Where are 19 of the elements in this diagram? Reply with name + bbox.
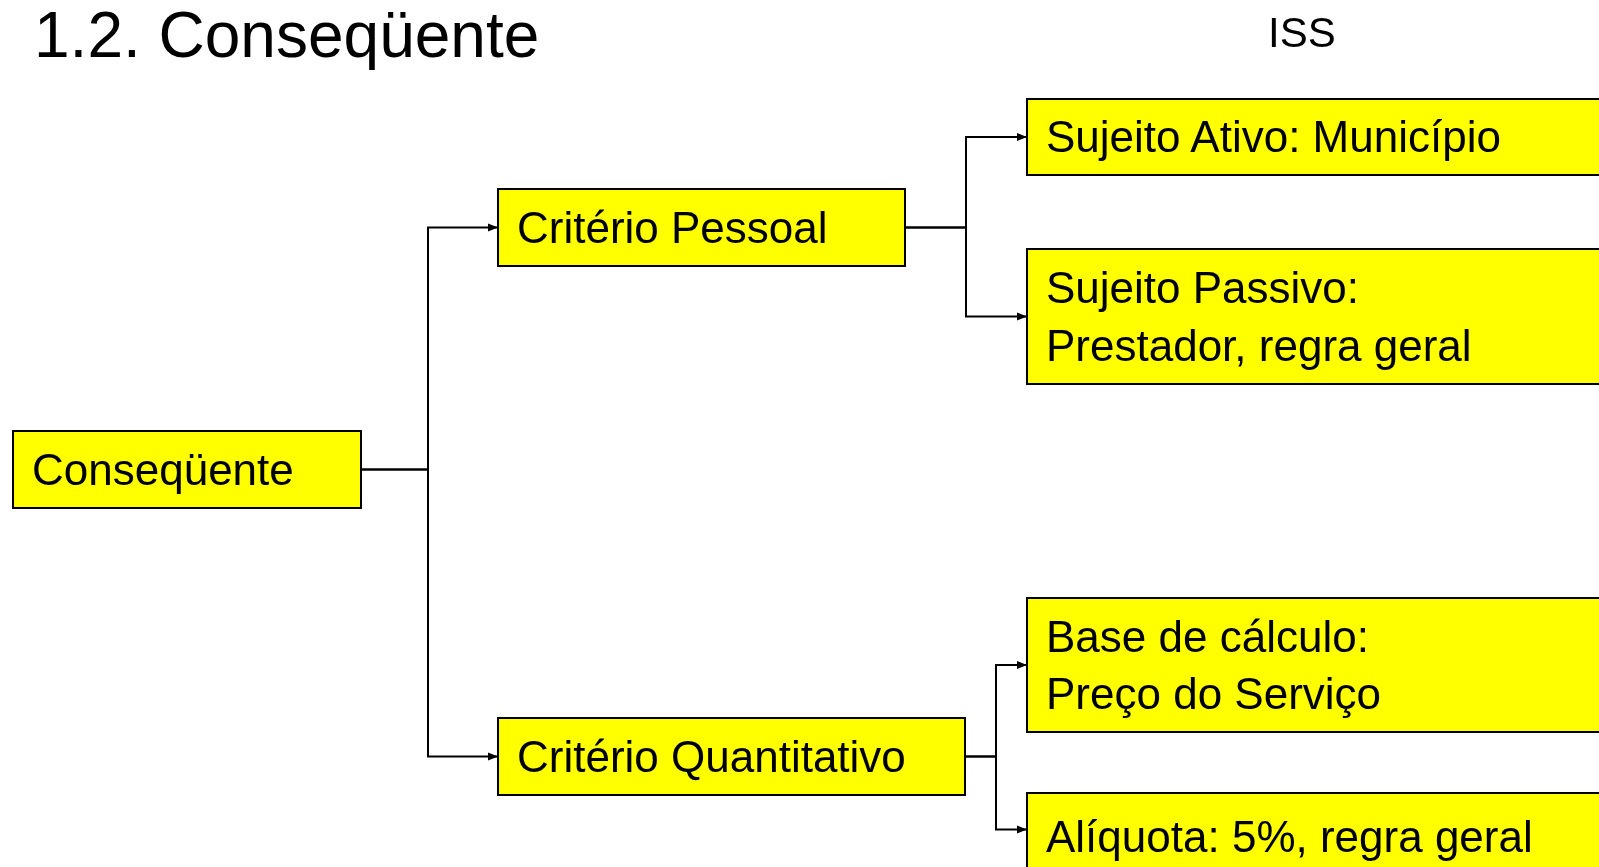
subject-label: ISS [1268, 10, 1336, 57]
concept-box [497, 717, 966, 796]
box-text: Base de cálculo: Preço do Serviço [1046, 610, 1383, 720]
concept-box [1026, 248, 1599, 385]
concept-box [497, 188, 906, 267]
concept-box [1026, 792, 1599, 867]
connector-arrow [965, 755, 1027, 834]
concept-box [12, 430, 362, 509]
box-text: Alíquota: 5%, regra geral [1046, 811, 1533, 864]
concept-box [1026, 98, 1599, 176]
box-text: Sujeito Ativo: Município [1046, 111, 1501, 164]
box-text: Conseqüente [32, 443, 294, 496]
box-text: Critério Pessoal [517, 201, 828, 254]
box-text: Critério Quantitativo [517, 730, 906, 783]
box-text: Sujeito Passivo: Prestador, regra geral [1046, 262, 1473, 372]
connector-arrow [905, 226, 1027, 321]
connector-arrow [361, 468, 498, 761]
concept-box [1026, 597, 1599, 733]
slide-title: 1.2. Conseqüente [34, 0, 540, 71]
